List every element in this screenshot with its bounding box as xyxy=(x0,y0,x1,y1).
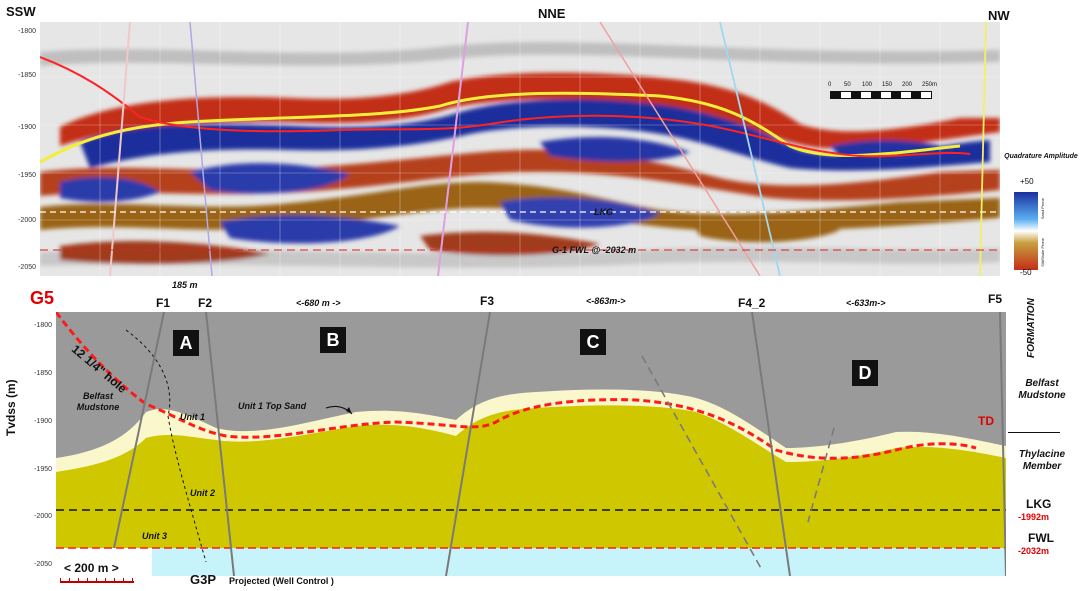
section-scale-bar-label: < 200 m > xyxy=(64,561,119,575)
scale-tick: 50 xyxy=(844,82,851,88)
scale-tick: 200 xyxy=(902,82,913,88)
legend-min: -50 xyxy=(1020,268,1032,277)
scale-tick: 150 xyxy=(882,82,893,88)
legend-title: Quadrature Amplitude xyxy=(1004,153,1078,160)
direction-nw-label: NW xyxy=(988,8,1010,23)
unit1-label: Unit 1 xyxy=(180,412,206,422)
td-label: TD xyxy=(978,414,994,428)
spacing-label-ab: <-680 m -> xyxy=(296,298,341,308)
formation-header: FORMATION xyxy=(1026,298,1037,358)
scale-tick: 0 xyxy=(828,82,832,88)
seismic-fwl-label: G-1 FWL @ -2032 m xyxy=(552,245,637,255)
well-g5-label: G5 xyxy=(30,288,55,308)
legend-silt-prone: Silt/Shale Prone xyxy=(1040,238,1045,267)
seismic-lkg-label: LKG xyxy=(594,207,613,217)
lkg-depth-label: -1992m xyxy=(1018,512,1050,522)
section-ytick: -2050 xyxy=(34,561,52,568)
formation-divider xyxy=(1008,432,1060,433)
formation-thylacine-member: Thylacine Member xyxy=(1018,449,1066,472)
tvdss-axis-label: Tvdss (m) xyxy=(4,379,18,436)
seismic-scale-bar xyxy=(830,91,932,99)
scale-tick: 100 xyxy=(862,82,873,88)
well-g3p-label: G3P xyxy=(190,572,217,587)
amplitude-colorbar xyxy=(1014,192,1038,270)
projected-label: Projected (Well Control ) xyxy=(229,576,334,586)
block-d-label: D xyxy=(852,360,878,386)
section-ytick: -1850 xyxy=(34,370,52,377)
seismic-ytick: -2050 xyxy=(18,264,36,271)
fault-f1-label: F1 xyxy=(156,296,171,310)
section-ytick: -1900 xyxy=(34,418,52,425)
block-b-label: B xyxy=(320,327,346,353)
unit3-label: Unit 3 xyxy=(142,531,168,541)
fault-f5-label: F5 xyxy=(988,292,1003,306)
belfast-mudstone-left-label: Belfast Mudstone xyxy=(76,391,120,412)
section-ytick: -1800 xyxy=(34,322,52,329)
seismic-ytick: -1900 xyxy=(18,124,36,131)
lkg-label: LKG xyxy=(1026,497,1052,511)
spacing-label-cd: <-633m-> xyxy=(846,298,886,308)
block-a-label: A xyxy=(173,330,199,356)
scale-tick: 250m xyxy=(922,82,938,88)
distance-185m-label: 185 m xyxy=(172,280,198,290)
seismic-ytick: -2000 xyxy=(18,217,36,224)
fwl-label: FWL xyxy=(1028,531,1054,545)
section-scale-bar xyxy=(60,578,134,583)
section-ytick: -2000 xyxy=(34,513,52,520)
seismic-ytick: -1850 xyxy=(18,72,36,79)
section-ytick: -1950 xyxy=(34,466,52,473)
fault-f2-label: F2 xyxy=(198,296,213,310)
block-c-label: C xyxy=(580,329,606,355)
geologic-cross-section xyxy=(56,312,1006,576)
fwl-depth-label: -2032m xyxy=(1018,546,1050,556)
seismic-ytick: -1950 xyxy=(18,172,36,179)
seismic-ytick: -1800 xyxy=(18,28,36,35)
direction-ssw-label: SSW xyxy=(6,4,36,19)
fault-f3-label: F3 xyxy=(480,294,495,308)
fault-f4-2-label: F4_2 xyxy=(738,296,766,310)
unit1-top-sand-label: Unit 1 Top Sand xyxy=(238,401,307,411)
seismic-section-image xyxy=(40,22,1000,276)
formation-belfast-mudstone: Belfast Mudstone xyxy=(1018,378,1066,401)
unit2-label: Unit 2 xyxy=(190,488,216,498)
legend-max: +50 xyxy=(1020,177,1034,186)
spacing-label-bc: <-863m-> xyxy=(586,296,626,306)
direction-nne-label: NNE xyxy=(538,6,566,21)
legend-sand-prone: Sand Prone xyxy=(1040,198,1045,220)
